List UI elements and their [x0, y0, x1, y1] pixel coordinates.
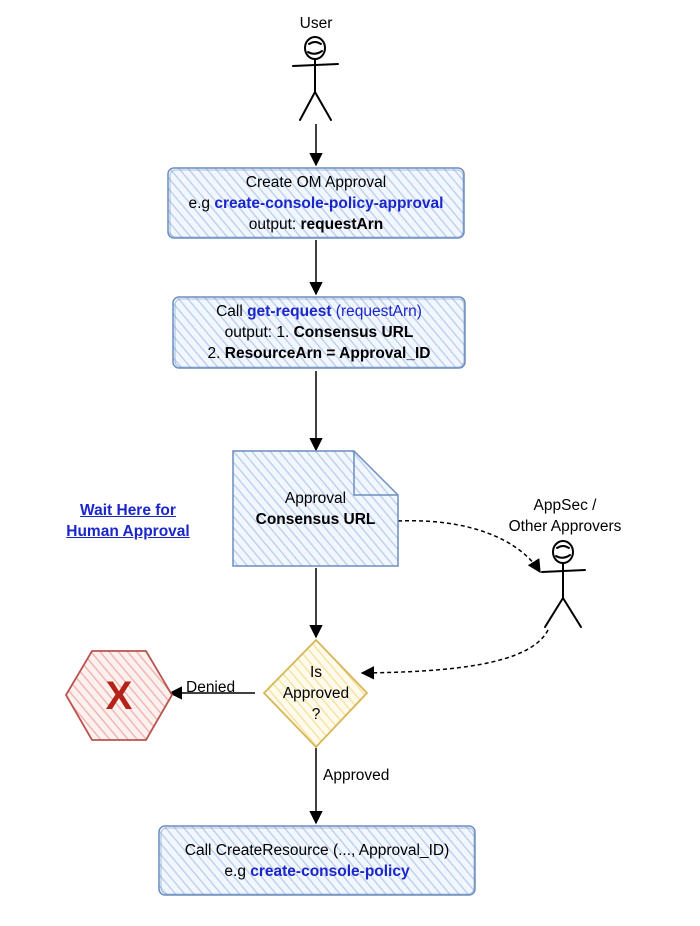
- approvers-label: AppSec / Other Approvers: [505, 495, 625, 537]
- rejected-x-icon: X: [105, 673, 133, 718]
- step1-line1: Create OM Approval: [245, 173, 387, 191]
- approvers-actor-icon: [541, 540, 586, 628]
- arrow-document-to-approvers: [397, 519, 541, 574]
- step3-box: Call CreateResource (..., Approval_ID) e…: [159, 826, 475, 895]
- approvers-label-line2: Other Approvers: [508, 518, 622, 535]
- decision-diamond: Is Approved ?: [266, 662, 366, 725]
- user-actor-icon: [292, 36, 339, 121]
- decision-line3: ?: [311, 706, 321, 723]
- approval-document: Approval Consensus URL: [233, 486, 398, 532]
- step3-line1: Call CreateResource (..., Approval_ID): [184, 841, 450, 859]
- step2-output-1: Consensus URL: [293, 324, 414, 341]
- wait-for-approval-link[interactable]: Wait Here for Human Approval: [48, 500, 208, 542]
- step1-line3-prefix: output:: [248, 215, 301, 233]
- step2-line1-prefix: Call: [216, 303, 248, 320]
- step1-line3: output: requestArn: [249, 214, 383, 235]
- step1-output: requestArn: [300, 215, 384, 233]
- decision-diamond-shape: [262, 638, 369, 749]
- step1-box: Create OM Approval e.g create-console-po…: [168, 168, 464, 238]
- step1-box-shape: [167, 167, 465, 239]
- step2-command: get-request: [247, 303, 332, 320]
- step2-output-2: ResourceArn = Approval_ID: [224, 345, 431, 362]
- step2-line3-prefix: 2.: [207, 345, 225, 362]
- user-label: User: [299, 15, 333, 32]
- step3-line2: e.g create-console-policy: [224, 861, 409, 882]
- approved-edge-label: Approved: [323, 767, 390, 784]
- decision-line2: Approved: [282, 685, 350, 702]
- arrow-approvers-to-decision: [360, 629, 549, 680]
- approvers-label-line1: AppSec /: [533, 497, 597, 514]
- step3-command: create-console-policy: [250, 862, 410, 880]
- approval-document-shape: [232, 450, 399, 567]
- step2-line1: Call get-request (requestArn): [216, 301, 422, 322]
- step2-box: Call get-request (requestArn) output: 1.…: [173, 297, 465, 368]
- step2-line2: output: 1. Consensus URL: [225, 322, 414, 343]
- step1-line2-prefix: e.g: [188, 194, 215, 212]
- document-line2: Consensus URL: [255, 511, 376, 528]
- rejected-hexagon-shape: [64, 650, 174, 741]
- step1-command: create-console-policy-approval: [214, 194, 444, 212]
- document-line1: Approval: [284, 490, 347, 507]
- wait-link-line2: Human Approval: [66, 523, 190, 540]
- step1-line2: e.g create-console-policy-approval: [189, 193, 444, 214]
- step3-box-shape: [158, 825, 476, 896]
- step2-line2-prefix: output: 1.: [224, 324, 294, 341]
- step2-command-arg: (requestArn): [331, 303, 422, 320]
- wait-link-line1: Wait Here for: [80, 502, 176, 519]
- step2-box-shape: [172, 296, 466, 369]
- decision-line1: Is: [309, 664, 323, 681]
- denied-edge-label: Denied: [186, 679, 236, 696]
- step3-line2-prefix: e.g: [224, 862, 251, 880]
- step2-line3: 2. ResourceArn = Approval_ID: [208, 343, 431, 364]
